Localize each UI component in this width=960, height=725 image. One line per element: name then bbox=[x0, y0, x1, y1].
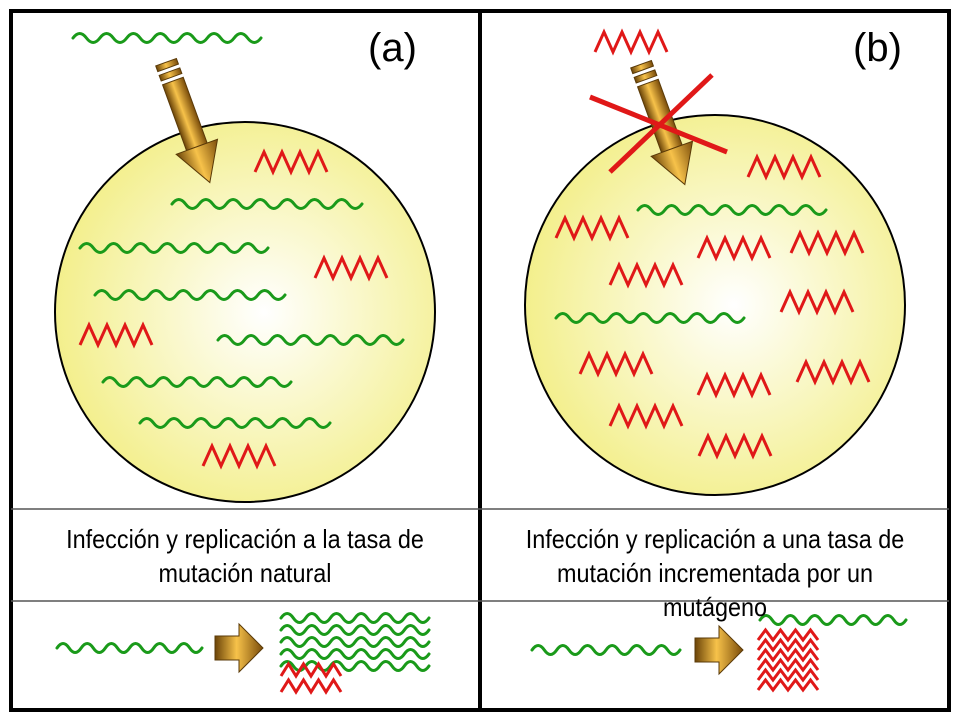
caption-a: Infección y replicación a la tasa de mut… bbox=[43, 522, 448, 590]
mutant-offspring-b bbox=[756, 677, 820, 693]
cell-a bbox=[54, 121, 436, 503]
result-arrow-b bbox=[694, 624, 744, 676]
mutant-genome-b bbox=[789, 229, 865, 257]
mutant-genome-b bbox=[608, 402, 684, 430]
mutant-genome-b bbox=[608, 261, 684, 289]
wild-type-genome-a bbox=[170, 198, 364, 210]
wild-type-genome-b bbox=[554, 312, 746, 324]
blocked-cross-mark bbox=[608, 73, 714, 174]
caption-a-line2: mutación natural bbox=[158, 558, 332, 588]
mutant-offspring-a bbox=[279, 677, 343, 695]
caption-b: Infección y replicación a una tasa de mu… bbox=[505, 522, 924, 624]
wild-type-genome-a bbox=[138, 417, 332, 429]
mutant-genome-a bbox=[313, 254, 389, 282]
wild-type-offspring-a bbox=[279, 648, 431, 660]
wild-type-genome-a bbox=[101, 376, 293, 388]
wild-type-genome-b bbox=[636, 204, 828, 216]
mutant-offspring-b bbox=[756, 657, 820, 673]
wild-type-input-a bbox=[55, 642, 204, 654]
mutant-virus-incoming-b bbox=[593, 28, 669, 56]
mutant-offspring-a bbox=[279, 661, 343, 679]
mutant-genome-a bbox=[78, 321, 154, 349]
mutant-genome-a bbox=[201, 442, 277, 470]
wild-type-genome-a bbox=[216, 334, 405, 346]
mutant-offspring-b bbox=[756, 627, 820, 643]
mutant-genome-b bbox=[795, 358, 871, 386]
wild-type-virus-incoming-a bbox=[71, 32, 263, 44]
mutant-genome-b bbox=[779, 288, 855, 316]
caption-b-line1: Infección y replicación a una tasa de bbox=[525, 524, 905, 554]
panel-b-label: (b) bbox=[853, 26, 902, 70]
cell-b bbox=[524, 114, 906, 496]
wild-type-offspring-a bbox=[279, 612, 431, 624]
caption-a-line1: Infección y replicación a la tasa de bbox=[66, 524, 424, 554]
entry-arrow-a bbox=[155, 57, 219, 184]
caption-b-line2: mutación incrementada por un mutágeno bbox=[556, 558, 874, 622]
mutant-offspring-b bbox=[756, 667, 820, 683]
wild-type-offspring-a bbox=[279, 624, 431, 636]
wild-type-offspring-a bbox=[279, 636, 431, 648]
mutant-genome-a bbox=[253, 148, 329, 176]
panel-a-label: (a) bbox=[368, 26, 417, 70]
mutant-offspring-b bbox=[756, 647, 820, 663]
wild-type-genome-a bbox=[93, 289, 287, 301]
result-arrow-a bbox=[214, 622, 264, 674]
mutant-genome-b bbox=[697, 432, 773, 460]
mutant-genome-b bbox=[746, 153, 822, 181]
mutant-offspring-b bbox=[756, 637, 820, 653]
mutant-genome-b bbox=[578, 350, 654, 378]
mutant-genome-b bbox=[554, 214, 630, 242]
mutant-genome-b bbox=[696, 234, 772, 262]
mutant-genome-b bbox=[696, 371, 772, 399]
wild-type-input-b bbox=[530, 644, 682, 656]
wild-type-offspring-b bbox=[758, 614, 908, 626]
wild-type-genome-a bbox=[78, 242, 270, 254]
